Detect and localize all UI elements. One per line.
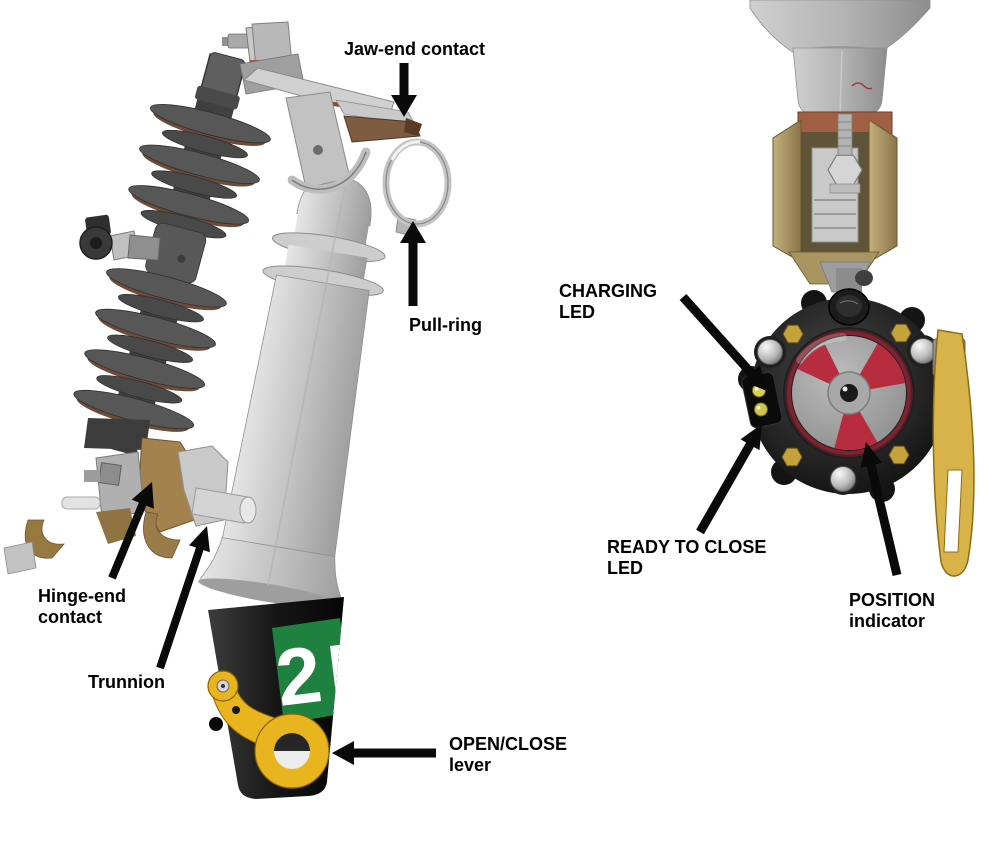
right-device-photo xyxy=(738,0,975,577)
mid-clamp xyxy=(79,214,161,261)
callout-arrows xyxy=(108,63,902,765)
arrow-jaw-end-contact xyxy=(391,63,417,117)
housing-bolts xyxy=(754,323,939,495)
arrow-pull-ring xyxy=(400,221,426,306)
upper-insulator xyxy=(749,0,931,118)
label-open-close-lever: OPEN/CLOSE lever xyxy=(449,734,568,775)
label-ready-to-close-led: READY TO CLOSE LED xyxy=(607,537,767,578)
label-hinge-end-contact: Hinge-end contact xyxy=(38,586,126,627)
insulator xyxy=(73,52,271,455)
yellow-hanger xyxy=(932,329,975,577)
indicator-housing xyxy=(738,288,958,502)
position-indicator-disk xyxy=(796,333,906,451)
ready-to-close-led-graphic xyxy=(753,402,768,417)
module-rating-text: 2 xyxy=(271,629,326,723)
arrow-trunnion xyxy=(156,526,210,670)
top-bracket xyxy=(222,21,422,194)
arrow-hinge-end-contact xyxy=(108,482,154,580)
label-jaw-end-contact: Jaw-end contact xyxy=(344,39,486,59)
contact-assembly xyxy=(772,111,898,293)
hinge-trunnion-cluster xyxy=(3,418,257,575)
label-position-indicator: POSITION indicator xyxy=(849,590,936,631)
module-rating-label xyxy=(272,618,344,724)
interrupter-tube xyxy=(198,175,386,609)
left-device-photo: 2 xyxy=(3,21,452,799)
arrow-ready-to-close-led xyxy=(696,424,762,535)
label-pull-ring: Pull-ring xyxy=(409,315,482,335)
open-close-lever-graphic xyxy=(207,670,330,789)
arrow-charging-led xyxy=(679,293,767,391)
label-charging-led: CHARGING LED xyxy=(559,281,657,322)
pull-ring-graphic xyxy=(382,138,452,237)
label-trunnion: Trunnion xyxy=(88,672,165,692)
trunnion-graphic xyxy=(191,487,249,524)
arrow-position-indicator xyxy=(860,442,902,577)
arrow-open-close-lever xyxy=(332,741,436,765)
jaw-end-contact-graphic xyxy=(343,115,421,143)
